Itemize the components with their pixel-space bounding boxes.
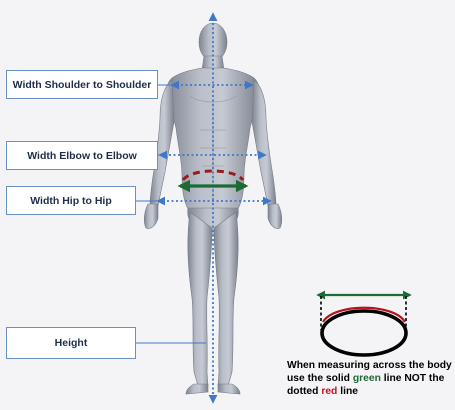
note-red-word: red <box>321 386 337 397</box>
figure-right-arm <box>252 80 276 206</box>
elbow-width-label: Width Elbow to Elbow <box>6 141 158 170</box>
note-line-1: When measuring across the body <box>287 359 453 372</box>
figure-left-foot <box>186 384 208 394</box>
body-cross-section-ellipse <box>318 295 410 355</box>
figure-right-leg <box>214 212 238 386</box>
note-line-2: use the solid green line NOT the <box>287 372 453 385</box>
measurement-note: When measuring across the body use the s… <box>287 359 453 398</box>
figure-right-hand <box>268 204 282 229</box>
height-label: Height <box>6 327 136 359</box>
figure-left-leg <box>188 212 212 386</box>
figure-right-foot <box>218 384 240 394</box>
shoulder-width-label: Width Shoulder to Shoulder <box>6 70 158 99</box>
inset-black-ellipse <box>322 311 406 355</box>
hip-width-label: Width Hip to Hip <box>6 186 136 215</box>
figure-left-hand <box>144 204 158 229</box>
note-green-word: green <box>353 373 381 384</box>
note-line-3: dotted red line <box>287 385 453 398</box>
